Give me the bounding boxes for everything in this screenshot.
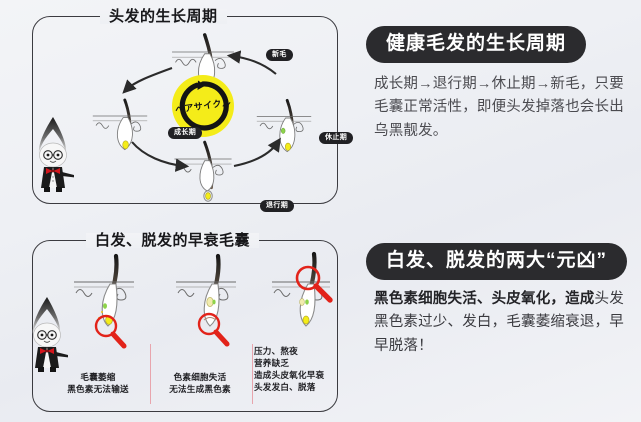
body-two-culprits: 黑色素细胞失活、头皮氧化，造成头发 黑色素过少、发白，毛囊萎缩衰退，早早脱落！ [374,288,636,358]
body-two-culprits-rest: 头发 黑色素过少、发白，毛囊萎缩衰退，早早脱落！ [374,291,624,354]
caption-divider-2 [252,344,253,404]
heading-two-culprits: 白发、脱发的两大“元凶” [366,243,628,280]
body-two-culprits-emphasis: 黑色素细胞失活、头皮氧化，造成 [374,291,595,307]
caption-divider-1 [150,344,151,404]
heading-healthy-cycle: 健康毛发的生长周期 [366,26,587,63]
aged-follicle-diagrams [62,250,338,370]
mascot-character [30,116,76,192]
mascot-character-secondary [24,296,70,372]
hair-cycle-diagram: 新毛 成长期 休止期 退行期 ヘアサイクル [72,22,354,212]
cycle-stage-label-new-hair: 新毛 [266,49,293,61]
panel-aged-follicles-title: 白发、脱发的早衰毛囊 [86,233,260,248]
cycle-stage-label-telogen: 休止期 [319,132,354,144]
cycle-stage-label-anagen: 成长期 [168,127,203,139]
panel-hair-growth-cycle-title: 头发的生长周期 [100,9,227,24]
follicle-caption-lifestyle: 压力、熬夜 营养缺乏 造成头皮氧化早衰 头发发白、脱落 [254,346,325,392]
cycle-stage-label-catagen: 退行期 [260,200,295,212]
follicle-caption-atrophy: 毛囊萎缩 黑色素无法输送 [67,372,129,394]
follicle-caption-pigment-cell: 色素细胞失活 无法生成黑色素 [169,372,231,394]
body-healthy-cycle: 成长期→退行期→休止期→新毛，只要毛囊正常活性，即便头发掉落也会长出乌黑靓发。 [374,76,624,139]
